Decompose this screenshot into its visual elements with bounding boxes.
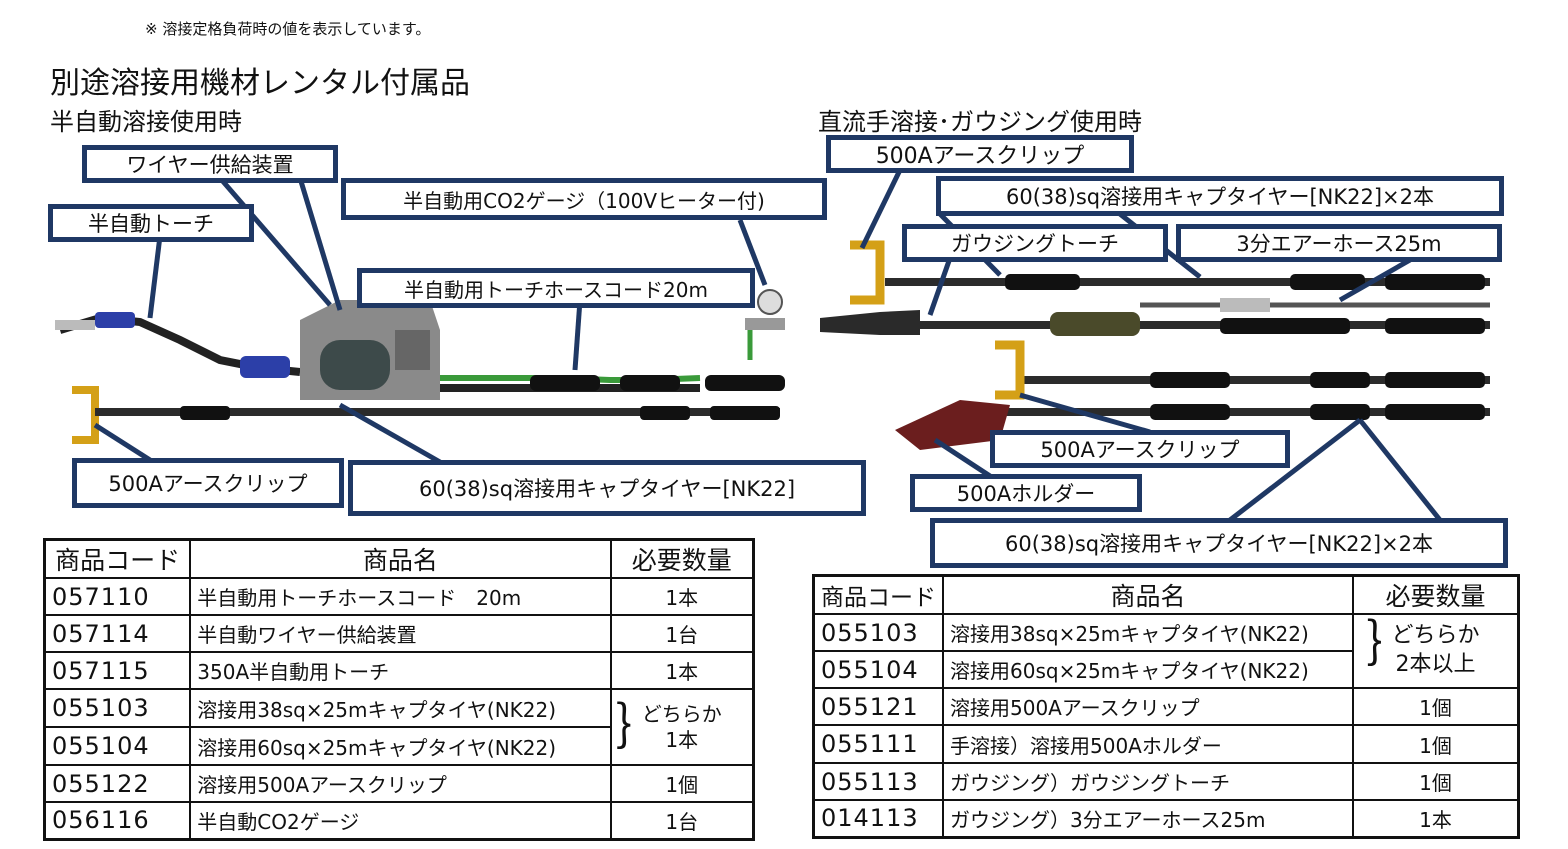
callout-air-hose: 3分エアーホース25m [1176,224,1502,262]
callout-semi-auto-torch: 半自動トーチ [48,204,254,242]
callout-holder: 500Aホルダー [910,474,1142,512]
callout-earth-clip-right-bottom: 500Aアースクリップ [990,430,1290,468]
table-row: 057110 半自動用トーチホースコード 20m 1本 [43,577,755,616]
callout-cabtire-right-bottom: 60(38)sq溶接用キャプタイヤー[NK22]×2本 [930,518,1508,568]
header-name: 商品名 [941,574,1355,615]
item-qty: 1台 [609,801,755,840]
table-row: 055111 手溶接）溶接用500Aホルダー 1個 [812,724,1520,764]
left-leader-lines [93,176,768,465]
item-code: 057115 [43,651,192,690]
gouging-torch-image [820,310,920,335]
table-row: 055103 溶接用38sq×25mキャプタイヤ(NK22) ｝ どちらか 1本 [43,688,755,766]
cables-right-image [830,274,1490,420]
earth-clip-left-image [72,386,780,444]
item-qty: 1個 [609,764,755,803]
header-qty: 必要数量 [609,538,755,579]
item-qty: 1個 [1352,724,1520,764]
item-code: 057114 [43,614,192,653]
item-code: 055104 [43,726,192,766]
header-code: 商品コード [812,574,944,615]
callout-cabtire-left: 60(38)sq溶接用キャプタイヤー[NK22] [348,460,866,516]
callout-torch-hose-cord: 半自動用トーチホースコード20m [357,268,755,308]
item-qty: 1台 [609,614,755,653]
item-name: 350A半自動用トーチ [189,651,612,690]
item-code: 055121 [812,687,944,726]
footnote: ※ 溶接定格負荷時の値を表示しています。 [145,20,431,38]
wire-feeder-image [300,300,440,400]
item-code: 057110 [43,577,192,616]
table-row: 014113 ガウジング）3分エアーホース25m 1本 [812,799,1520,838]
item-code: 055113 [812,762,944,801]
stick-gouging-parts-table: 商品コード 商品名 必要数量 055103 溶接用38sq×25mキャプタイヤ(… [812,574,1520,839]
item-name: 溶接用38sq×25mキャプタイヤ(NK22) [941,613,1355,651]
callout-gouging-torch: ガウジングトーチ [902,224,1168,262]
item-qty: 1本 [609,651,755,690]
table-row: 057114 半自動ワイヤー供給装置 1台 [43,614,755,653]
item-code: 014113 [812,799,944,838]
item-code: 055103 [43,688,192,728]
item-qty: 1本 [609,577,755,616]
callout-co2-gauge: 半自動用CO2ゲージ（100Vヒーター付) [341,178,827,220]
hose-cords-image [440,330,785,392]
either-note-line2: 2本以上 [1395,652,1476,677]
callout-cabtire-right-top: 60(38)sq溶接用キャプタイヤー[NK22]×2本 [936,176,1504,216]
holder-image [895,400,1010,450]
left-section-heading: 半自動溶接使用時 [50,108,242,136]
item-code: 055103 [812,613,944,652]
table-row: 055122 溶接用500Aアースクリップ 1個 [43,764,755,803]
item-name: 手溶接）溶接用500Aホルダー [941,724,1355,764]
bracket-icon: ｝ [1366,615,1417,674]
bracket-icon: ｝ [615,698,666,756]
either-one-note: ｝ どちらか 1本 [609,688,755,766]
table-row: 056116 半自動CO2ゲージ 1台 [43,801,755,840]
item-name: 溶接用60sq×25mキャプタイヤ(NK22) [941,650,1355,689]
header-qty: 必要数量 [1352,574,1520,615]
co2-gauge-image [745,289,785,330]
item-code: 055111 [812,724,944,764]
item-name: ガウジング）ガウジングトーチ [941,762,1355,801]
item-code: 056116 [43,801,192,840]
callout-earth-clip-right-top: 500Aアースクリップ [826,135,1134,173]
earth-clip-right-top-image [850,240,885,305]
item-name: 溶接用38sq×25mキャプタイヤ(NK22) [189,688,612,727]
either-note-line2: 1本 [665,728,699,752]
table-row: 055104 溶接用60sq×25mキャプタイヤ(NK22) [812,650,1519,689]
table-row: 055103 溶接用38sq×25mキャプタイヤ(NK22) ｝ どちらか 2本… [812,613,1520,689]
item-code: 055122 [43,764,192,803]
table-header-row: 商品コード 商品名 必要数量 [43,538,755,579]
item-name: 溶接用60sq×25mキャプタイヤ(NK22) [189,726,612,766]
either-note-line1: どちらか [1391,623,1480,649]
table-row: 055121 溶接用500Aアースクリップ 1個 [812,687,1520,726]
callout-wire-feeder: ワイヤー供給装置 [82,145,338,183]
header-name: 商品名 [189,538,612,579]
table-row: 055113 ガウジング）ガウジングトーチ 1個 [812,762,1520,801]
item-name: 溶接用500Aアースクリップ [941,687,1355,726]
item-qty: 1個 [1352,687,1520,726]
right-section-heading: 直流手溶接･ガウジング使用時 [818,108,1142,136]
earth-clip-right-bottom-image [995,340,1025,400]
header-code: 商品コード [43,538,192,579]
table-header-row: 商品コード 商品名 必要数量 [812,574,1520,615]
torch-image [55,312,301,378]
item-name: 溶接用500Aアースクリップ [189,764,612,803]
page-title: 別途溶接用機材レンタル付属品 [50,66,470,101]
either-note-line1: どちらか [641,702,722,726]
item-name: 半自動用トーチホースコード 20m [189,577,612,616]
item-qty: 1個 [1352,762,1520,801]
semi-auto-parts-table: 商品コード 商品名 必要数量 057110 半自動用トーチホースコード 20m … [43,538,755,841]
callout-earth-clip-left: 500Aアースクリップ [72,458,344,508]
either-two-note: ｝ どちらか 2本以上 [1352,613,1520,689]
item-code: 055104 [812,650,944,689]
right-leader-lines [859,168,1442,522]
item-qty: 1本 [1352,799,1520,838]
item-name: ガウジング）3分エアーホース25m [941,799,1355,838]
item-name: 半自動ワイヤー供給装置 [189,614,612,653]
table-row: 057115 350A半自動用トーチ 1本 [43,651,755,690]
table-row: 055104 溶接用60sq×25mキャプタイヤ(NK22) [43,726,754,766]
item-name: 半自動CO2ゲージ [189,801,612,840]
